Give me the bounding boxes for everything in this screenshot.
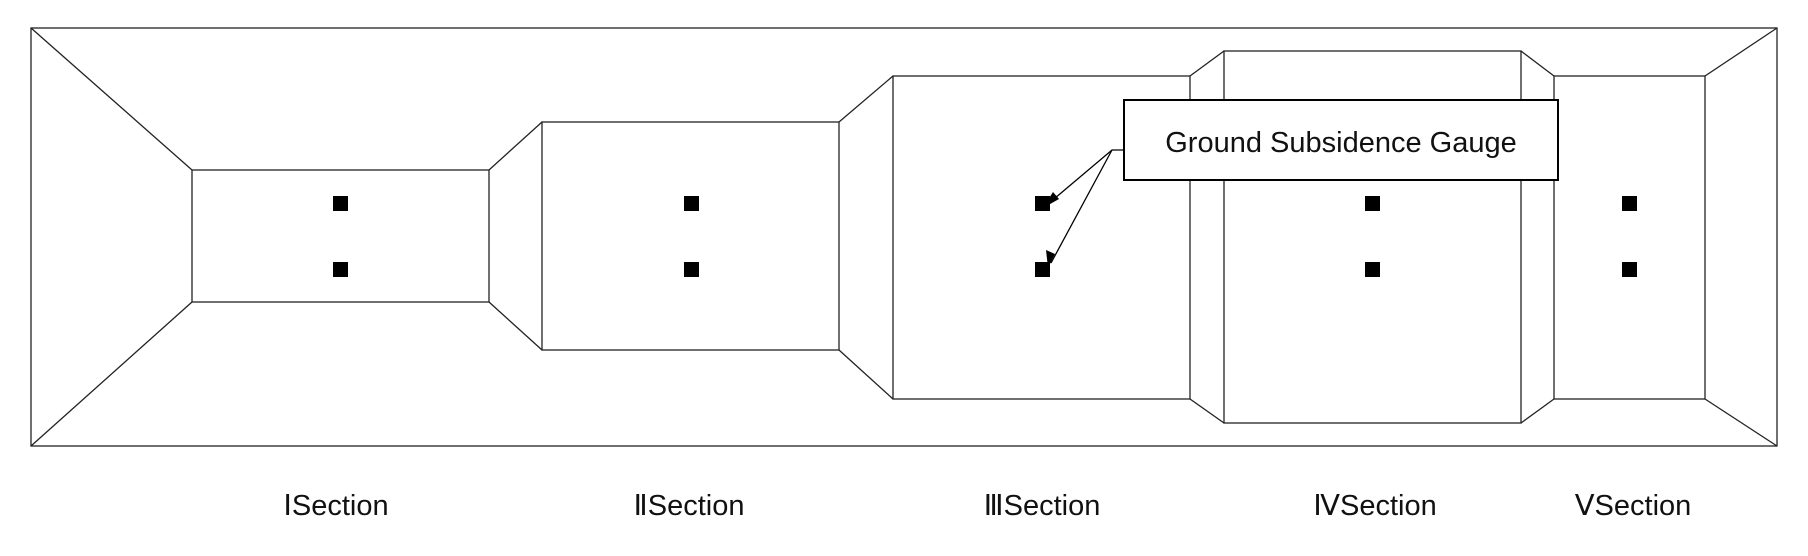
section-suffix-1: Section <box>292 490 389 522</box>
section-suffix-3: Section <box>1004 490 1101 522</box>
gauge-marker <box>684 196 699 211</box>
section-numeral-1: Ⅰ <box>283 490 292 522</box>
section-numeral-4: Ⅳ <box>1313 490 1340 522</box>
section-label-3: ⅢSection <box>984 490 1101 522</box>
section-label-1: ⅠSection <box>283 490 388 522</box>
section-5-pit <box>1553 75 1706 400</box>
corner-diagonal <box>1704 27 1778 77</box>
callout-arrowhead <box>1043 192 1059 208</box>
section-label-5: ⅤSection <box>1575 490 1692 522</box>
section-3-pit <box>892 75 1191 400</box>
section-label-2: ⅡSection <box>633 490 744 522</box>
callout-arrowhead <box>1046 250 1055 268</box>
transition-edge <box>1189 398 1225 424</box>
section-numeral-3: Ⅲ <box>984 490 1004 522</box>
corner-diagonal <box>1704 398 1778 447</box>
gauge-marker <box>684 262 699 277</box>
gauge-marker <box>1035 262 1050 277</box>
transition-edge <box>1189 50 1225 77</box>
callout-leader <box>1047 149 1124 205</box>
callout-box <box>1123 99 1559 181</box>
gauge-marker <box>1622 262 1637 277</box>
section-1-pit <box>191 169 490 303</box>
gauge-marker <box>1365 262 1380 277</box>
corner-diagonal <box>30 301 193 447</box>
corner-diagonal <box>30 27 193 171</box>
section-label-4: ⅣSection <box>1313 490 1437 522</box>
callout-leader <box>1050 149 1113 264</box>
transition-edge <box>488 121 543 171</box>
gauge-marker <box>1035 196 1050 211</box>
section-suffix-2: Section <box>648 490 745 522</box>
transition-edge <box>1520 398 1555 424</box>
gauge-marker <box>333 196 348 211</box>
section-numeral-5: Ⅴ <box>1575 490 1595 522</box>
section-suffix-4: Section <box>1340 490 1437 522</box>
section-4-pit <box>1223 50 1522 424</box>
outer-boundary <box>30 27 1778 447</box>
gauge-marker <box>333 262 348 277</box>
section-suffix-5: Section <box>1595 490 1692 522</box>
gauge-marker <box>1365 196 1380 211</box>
transition-edge <box>488 301 543 351</box>
transition-edge <box>1520 50 1555 77</box>
gauge-marker <box>1622 196 1637 211</box>
section-numeral-2: Ⅱ <box>633 490 647 522</box>
transition-edge <box>838 75 894 123</box>
callout-label: Ground Subsidence Gauge <box>1165 127 1516 159</box>
transition-edge <box>838 349 894 400</box>
section-2-pit <box>541 121 840 351</box>
